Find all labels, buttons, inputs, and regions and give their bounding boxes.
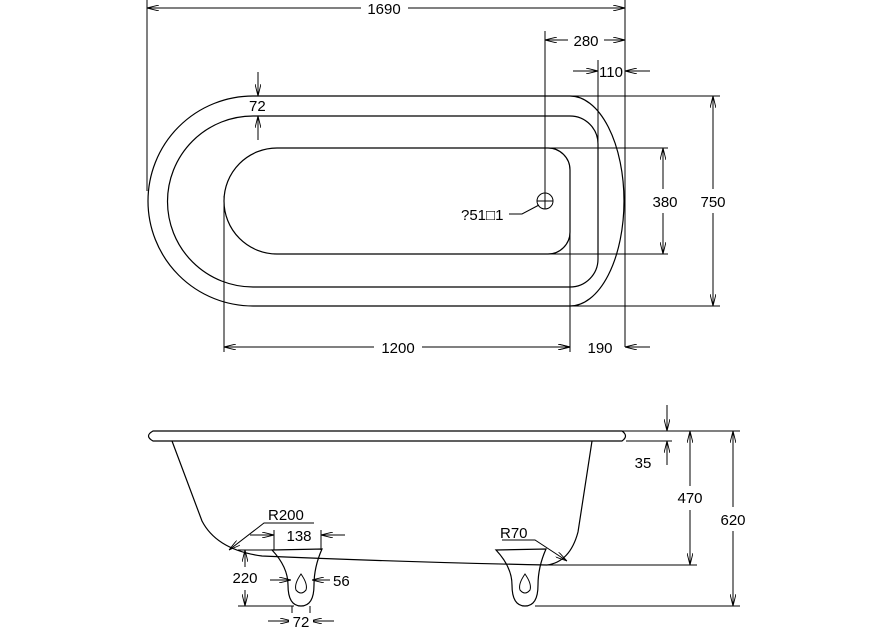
dim-overall-length: 1690: [367, 1, 400, 18]
dim-end-offset: 190: [587, 340, 612, 357]
dim-basin-width: 380: [652, 194, 677, 211]
plan-view: ?51□1 1690 280 110 72 750 380: [146, 0, 726, 357]
plan-inner-rim: [166, 115, 599, 288]
dim-inner-depth: 470: [677, 490, 702, 507]
dim-overall-height: 620: [720, 512, 745, 529]
drain-icon: [536, 192, 554, 210]
dim-rim-offset: 110: [599, 64, 623, 81]
right-foot: [494, 548, 547, 607]
dim-foot-base: 72: [293, 614, 310, 629]
dim-foot-neck: 56: [333, 573, 350, 590]
dim-foot-spacing: 138: [286, 528, 311, 545]
left-foot: [270, 548, 323, 607]
dim-basin-length: 1200: [381, 340, 414, 357]
plan-basin: [223, 147, 571, 255]
dim-rim-thickness: 35: [635, 455, 652, 472]
dim-rim-width: 72: [249, 98, 266, 115]
side-tub-body: [171, 440, 593, 566]
dim-radius-left: R200: [268, 507, 304, 524]
drain-label: ?51□1: [461, 207, 503, 224]
dim-radius-right: R70: [500, 525, 528, 542]
dim-foot-height: 220: [232, 570, 257, 587]
side-rim: [147, 430, 627, 442]
dim-overall-width: 750: [700, 194, 725, 211]
dim-drain-offset: 280: [573, 33, 598, 50]
side-view: 35 470 620 R200 R70 138 220 56: [147, 405, 746, 629]
